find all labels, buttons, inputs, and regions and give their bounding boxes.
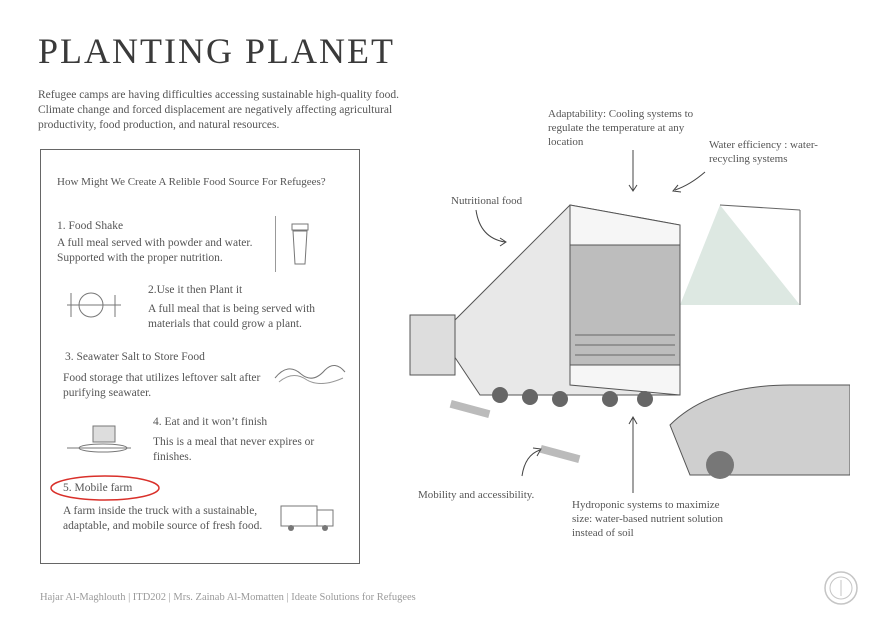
idea-2-title: 2.Use it then Plant it (148, 284, 243, 296)
page-title: PLANTING PLANET (38, 31, 395, 71)
highlight-circle (50, 475, 160, 501)
idea-4-desc: This is a meal that never expires or fin… (153, 436, 315, 463)
ideas-panel: How Might We Create A Relible Food Sourc… (40, 149, 360, 564)
idea-2-desc: A full meal that is being served with ma… (148, 303, 316, 330)
truck-icon (280, 505, 334, 531)
idea-5-desc: A farm inside the truck with a sustainab… (63, 505, 263, 532)
shaker-icon (291, 223, 309, 265)
intro-text: Refugee camps are having difficulties ac… (38, 89, 399, 131)
idea-3-desc: Food storage that utilizes leftover salt… (63, 372, 261, 399)
wave-icon (274, 365, 346, 384)
seal-logo-icon (824, 571, 858, 605)
annotation-adaptability: Adaptability: Cooling systems to regulat… (548, 108, 694, 148)
divider (275, 216, 276, 272)
annotation-hydroponic: Hydroponic systems to maximize size: wat… (572, 499, 723, 539)
footer-text: Hajar Al-Maghlouth | ITD202 | Mrs. Zaina… (40, 592, 416, 603)
cake-icon (67, 425, 131, 453)
panel-question: How Might We Create A Relible Food Sourc… (57, 176, 326, 188)
idea-1-title: 1. Food Shake (57, 220, 124, 232)
annotation-nutritional: Nutritional food (451, 195, 523, 207)
annotation-mobility: Mobility and accessibility. (418, 489, 535, 501)
idea-1-desc: A full meal served with powder and water… (57, 237, 253, 264)
idea-3-title: 3. Seawater Salt to Store Food (65, 351, 205, 363)
annotation-water: Water efficiency : water-recycling syste… (709, 139, 818, 165)
idea-4-title: 4. Eat and it won’t finish (153, 416, 268, 428)
truck-illustration (409, 204, 850, 479)
plate-plant-icon (67, 292, 121, 318)
idea-5-title: 5. Mobile farm (63, 482, 133, 494)
